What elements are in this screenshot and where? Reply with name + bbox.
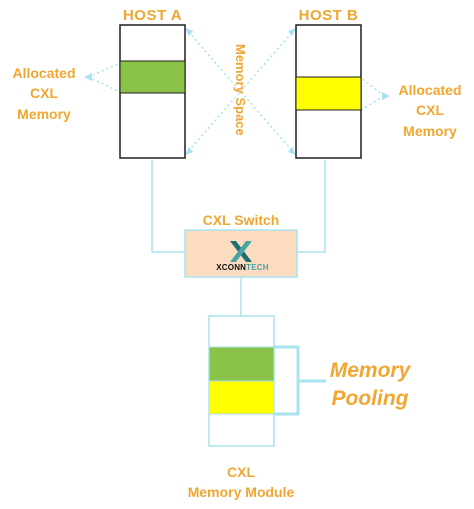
host-a-allocated-pointer bbox=[87, 62, 121, 93]
module-host-a-segment bbox=[208, 346, 275, 382]
host-a-title: HOST A bbox=[122, 7, 183, 24]
memory-space-label: Memory Space bbox=[233, 44, 248, 136]
cxl-memory-module bbox=[208, 315, 275, 447]
module-label-line-2: Memory Module bbox=[187, 484, 295, 501]
module-host-b-segment bbox=[208, 380, 275, 415]
xconn-logo-word-1: XCONN bbox=[216, 263, 247, 272]
cxl-memory-module-label: CXL Memory Module bbox=[166, 462, 316, 503]
xconn-x-logo-icon bbox=[230, 241, 252, 262]
host-b-title: HOST B bbox=[298, 7, 359, 24]
host-b-pointer-arrowhead bbox=[382, 92, 390, 100]
host-b-allocated-line-1: Allocated bbox=[398, 82, 462, 98]
xconn-logo-text: XCONNTECH bbox=[215, 263, 270, 272]
host-a-pointer-arrowhead bbox=[84, 73, 92, 81]
host-b-allocated-pointer bbox=[360, 77, 385, 111]
host-a-allocated-line-1: Allocated bbox=[12, 65, 76, 81]
host-b-allocated-segment bbox=[295, 76, 362, 111]
cxl-switch-box bbox=[184, 229, 298, 278]
memory-pooling-bracket bbox=[274, 345, 326, 416]
host-b-memory bbox=[295, 24, 362, 159]
memory-space-arrowheads bbox=[185, 28, 296, 155]
host-a-memory bbox=[119, 24, 186, 159]
memory-pooling-line-1: Memory bbox=[329, 359, 411, 382]
host-a-allocated-line-3: Memory bbox=[17, 105, 71, 122]
host-b-allocated-line-3: Memory bbox=[403, 122, 457, 139]
host-a-allocated-segment bbox=[119, 60, 186, 94]
host-a-allocated-label: Allocated CXL Memory bbox=[4, 63, 84, 124]
host-switch-links bbox=[151, 160, 326, 316]
memory-space-connectors bbox=[184, 27, 297, 156]
memory-pooling-line-2: Pooling bbox=[331, 387, 409, 411]
host-b-allocated-label: Allocated CXL Memory bbox=[390, 80, 470, 141]
host-a-allocated-line-2: CXL bbox=[30, 85, 58, 102]
module-label-line-1: CXL bbox=[227, 464, 255, 480]
xconn-logo-word-2: TECH bbox=[246, 263, 269, 272]
cxl-switch-title: CXL Switch bbox=[202, 212, 280, 228]
memory-pooling-label: Memory Pooling bbox=[320, 357, 420, 414]
host-b-allocated-line-2: CXL bbox=[416, 102, 444, 119]
